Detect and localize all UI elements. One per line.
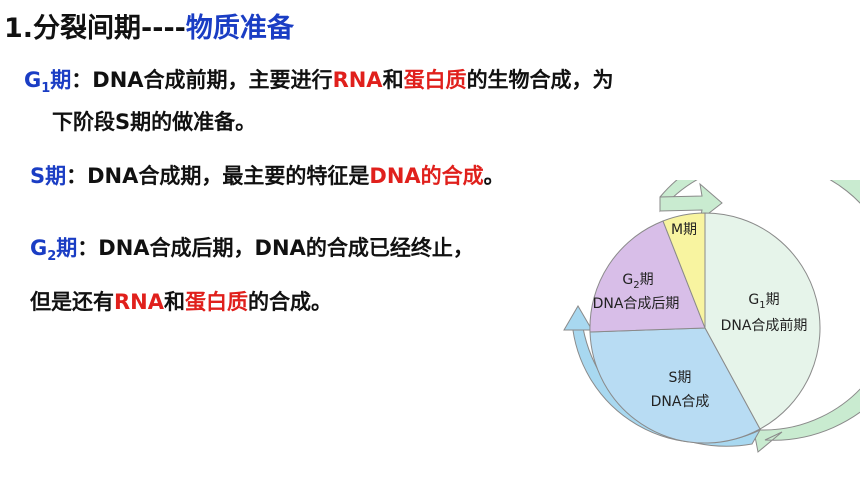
g2-text: ：DNA合成后期，DNA的合成已经终止， [77,236,474,260]
g2-segment [589,220,706,333]
g1-segment [704,212,821,430]
page-title: 1.分裂间期----物质准备 [4,6,294,45]
g1-and: 和 [382,68,404,92]
g1-description: G1期：DNA合成前期，主要进行RNA和蛋白质的生物合成，为 [24,64,614,100]
g1-label: G1期 [748,292,779,311]
cell-cycle-diagram: M期 G2期 DNA合成后期 G1期 DNA合成前期 S期 DNA合成 [563,180,860,453]
m-segment [662,212,706,329]
g1-description-line2: 下阶段S期的做准备。 [52,110,257,134]
s-text: ：DNA合成期，最主要的特征是 [66,164,370,188]
title-number: 1. [4,13,34,44]
g1-text: ：DNA合成前期，主要进行 [71,68,333,92]
s-description: S期：DNA合成期，最主要的特征是DNA的合成。 [30,160,505,194]
s-segment [589,327,761,444]
s-phase-label: S期 [30,164,67,188]
title-prefix: 分裂间期---- [33,13,186,44]
g1-phase-label: G1期 [24,68,72,97]
arrow-head-left [563,305,593,331]
g2-phase-label: G2期 [30,236,78,265]
s-end: 。 [483,164,505,188]
g1-label-line2: DNA合成前期 [721,317,808,334]
s-highlight: DNA的合成 [369,164,484,188]
g2-description: G2期：DNA合成后期，DNA的合成已经终止， [30,232,474,268]
g2-protein: 蛋白质 [185,290,248,314]
g2-description-line2: 但是还有RNA和蛋白质的合成。 [30,290,332,314]
g1-protein: 蛋白质 [403,68,467,92]
s-label: S期 [669,370,692,386]
title-highlight: 物质准备 [185,13,294,44]
g1-rna: RNA [332,68,383,92]
g2-label: G2期 [622,272,653,291]
m-label: M期 [671,222,697,238]
g2-rna: RNA [114,290,164,314]
s-label-line2: DNA合成 [651,394,710,410]
arrow-head-top [659,182,723,222]
outer-arrow-green [659,180,860,453]
g2-label-line2: DNA合成后期 [593,296,680,312]
g1-tail: 的生物合成，为 [466,68,614,92]
